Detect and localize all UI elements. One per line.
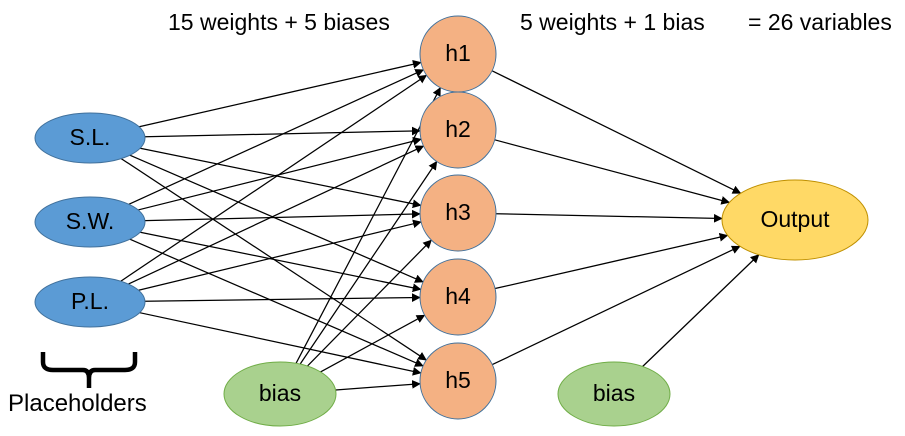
edge-h3-to-output <box>495 213 723 223</box>
hidden-node-shape-h4[interactable] <box>419 258 497 336</box>
edge-sw-to-h5 <box>129 238 424 367</box>
edge-bias1-to-h4 <box>320 314 426 373</box>
edge-pl-to-h2 <box>128 145 425 285</box>
bias-node-bias1[interactable]: bias <box>223 361 337 427</box>
edge-pl-to-h1 <box>120 74 428 282</box>
hidden-node-label-h1: h1 <box>445 40 471 66</box>
caption-hidden-layer-variables: 15 weights + 5 biases <box>168 9 390 35</box>
hidden-node-h3[interactable]: h3 <box>419 174 497 252</box>
edge-bias2-to-output <box>642 254 760 367</box>
hidden-node-label-h3: h3 <box>445 199 471 225</box>
input-node-label-pl: P.L. <box>71 288 109 314</box>
hidden-node-h1[interactable]: h1 <box>419 15 497 93</box>
nodes-layer: S.L. S.W. P.L. h1 h2 h3 h4 h5 bias bias Output <box>34 15 869 427</box>
brace-shape <box>40 352 138 388</box>
input-node-shape-sw[interactable] <box>34 196 146 248</box>
bias-node-shape-bias1[interactable] <box>223 361 337 427</box>
output-node-shape-output[interactable] <box>721 179 869 261</box>
hidden-node-label-h2: h2 <box>445 116 471 142</box>
edge-bias1-to-h3 <box>306 239 432 367</box>
output-node-label-output: Output <box>760 206 830 232</box>
edge-sw-to-h1 <box>128 69 425 205</box>
input-node-label-sl: S.L. <box>70 124 111 150</box>
hidden-node-label-h4: h4 <box>445 283 471 309</box>
edges-bias-to-output <box>642 254 760 367</box>
bias-node-shape-bias2[interactable] <box>557 361 671 427</box>
bias-node-label-bias2: bias <box>593 380 635 406</box>
output-node-output[interactable]: Output <box>721 179 869 261</box>
caption-output-layer-variables: 5 weights + 1 bias <box>520 9 705 35</box>
hidden-node-h5[interactable]: h5 <box>419 342 497 420</box>
edges-hidden-to-output <box>491 70 742 366</box>
bias-node-label-bias1: bias <box>259 380 301 406</box>
edge-bias1-to-h5 <box>335 379 421 391</box>
hidden-node-shape-h5[interactable] <box>419 342 497 420</box>
edge-bias1-to-h2 <box>299 160 438 365</box>
hidden-node-shape-h2[interactable] <box>419 91 497 169</box>
placeholders-brace <box>40 352 138 388</box>
input-node-shape-pl[interactable] <box>34 276 146 328</box>
hidden-node-h4[interactable]: h4 <box>419 258 497 336</box>
edges-input-to-hidden <box>120 59 428 376</box>
edge-pl-to-h4 <box>144 293 421 303</box>
edge-sl-to-h3 <box>140 147 422 209</box>
edge-sl-to-h4 <box>129 154 424 283</box>
edge-h5-to-output <box>492 245 741 366</box>
input-node-sw[interactable]: S.W. <box>34 196 146 248</box>
hidden-node-h2[interactable]: h2 <box>419 91 497 169</box>
edge-pl-to-h5 <box>139 312 422 376</box>
input-node-pl[interactable]: P.L. <box>34 276 146 328</box>
edge-h2-to-output <box>494 139 731 205</box>
input-node-sl[interactable]: S.L. <box>34 112 146 164</box>
input-node-shape-sl[interactable] <box>34 112 146 164</box>
edge-bias1-to-h1 <box>295 87 441 364</box>
edge-pl-to-h3 <box>138 219 422 291</box>
bias-node-bias2[interactable]: bias <box>557 361 671 427</box>
hidden-node-shape-h3[interactable] <box>419 174 497 252</box>
edge-sw-to-h4 <box>140 231 422 293</box>
input-node-label-sw: S.W. <box>66 208 115 234</box>
edge-h4-to-output <box>494 232 729 290</box>
edge-sl-to-h1 <box>139 59 422 128</box>
edges-bias-to-hidden <box>295 87 441 391</box>
placeholders-label: Placeholders <box>8 390 147 417</box>
edge-h1-to-output <box>491 70 742 194</box>
caption-total-variables: = 26 variables <box>748 9 892 35</box>
edge-sw-to-h3 <box>144 209 421 222</box>
hidden-node-label-h5: h5 <box>445 367 471 393</box>
